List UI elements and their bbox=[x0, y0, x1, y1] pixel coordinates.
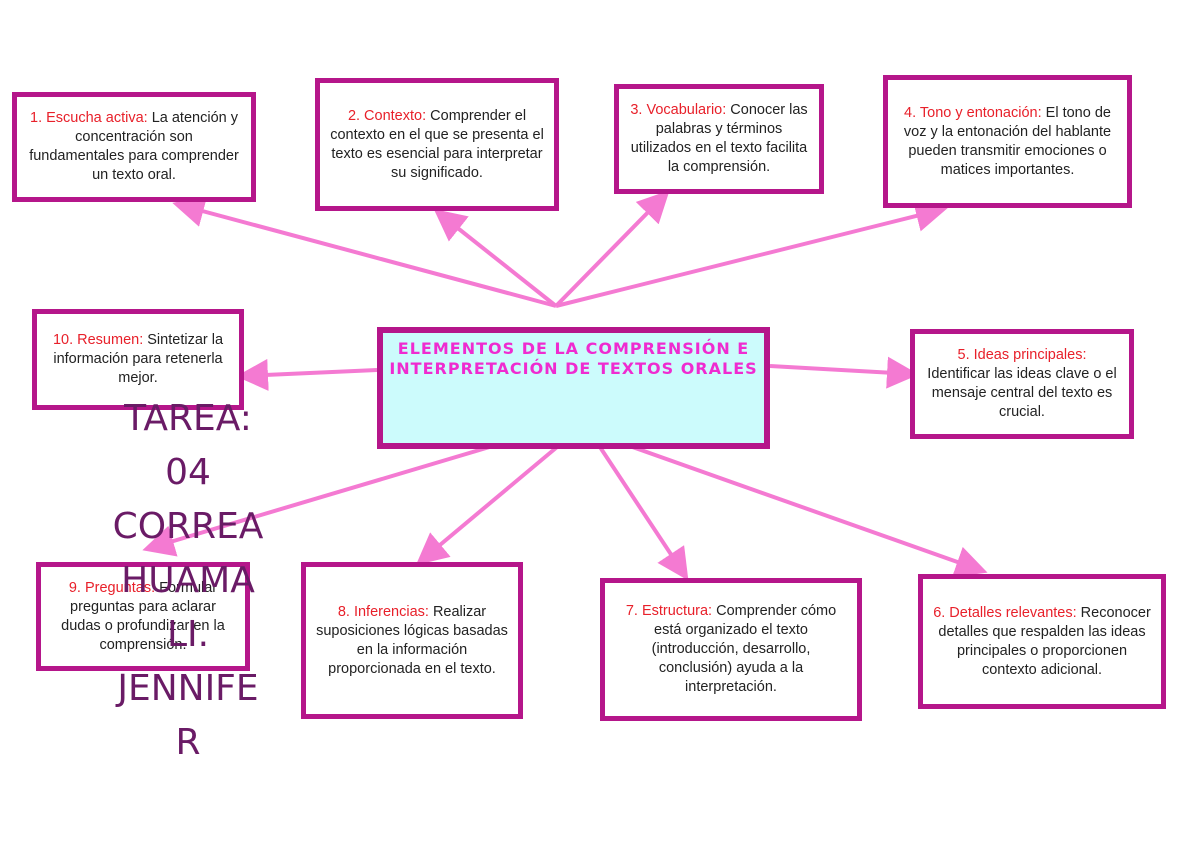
arrow-to-node-8 bbox=[415, 430, 577, 566]
node-2-contexto: 2. Contexto: Comprender el contexto en e… bbox=[315, 78, 559, 211]
node-2-label: 2. Contexto: bbox=[347, 107, 427, 124]
node-5-ideas-principales: 5. Ideas principales: Identificar las id… bbox=[910, 329, 1134, 439]
node-4-label: 4. Tono y entonación: bbox=[904, 104, 1042, 121]
node-8-inferencias: 8. Inferencias: Realizar suposiciones ló… bbox=[301, 562, 523, 719]
arrow-to-node-10 bbox=[236, 358, 378, 391]
node-6-label: 6. Detalles relevantes: bbox=[933, 604, 1077, 621]
node-9-preguntas: 9. Preguntas: Formular preguntas para ac… bbox=[36, 562, 250, 671]
node-3-text: Conocer las palabras y términos utilizad… bbox=[630, 102, 808, 175]
node-7-label: 7. Estructura: bbox=[625, 603, 713, 619]
node-3-vocabulario: 3. Vocabulario: Conocer las palabras y t… bbox=[614, 84, 824, 194]
node-6-text: Reconocer detalles que respalden las ide… bbox=[938, 604, 1151, 678]
node-10-label: 10. Resumen: bbox=[52, 332, 144, 348]
assignment-author-overlay: TAREA: 04 CORREA HUAMA LI. JENNIFE R bbox=[112, 398, 264, 763]
node-1-label: 1. Escucha activa: bbox=[30, 110, 148, 126]
node-9-label: 9. Preguntas: bbox=[68, 579, 156, 596]
node-9-text: Formular preguntas para aclarar dudas o … bbox=[61, 579, 225, 653]
node-6-detalles-relevantes: 6. Detalles relevantes: Reconocer detall… bbox=[918, 574, 1166, 709]
arrow-to-node-5 bbox=[769, 356, 919, 389]
arrow-to-node-7 bbox=[588, 430, 689, 581]
node-4-text: El tono de voz y la entonación del habla… bbox=[903, 104, 1112, 178]
node-3-label: 3. Vocabulario: bbox=[630, 102, 727, 118]
node-4-tono-entonacion: 4. Tono y entonación: El tono de voz y l… bbox=[883, 75, 1132, 208]
node-8-text: Realizar suposiciones lógicas basadas en… bbox=[316, 603, 508, 677]
node-7-estructura: 7. Estructura: Comprender cómo está orga… bbox=[600, 578, 862, 721]
node-5-label: 5. Ideas principales: bbox=[957, 347, 1087, 363]
central-topic-title: ELEMENTOS DE LA COMPRENSIÓN E INTERPRETA… bbox=[389, 339, 758, 378]
node-5-text: Identificar las ideas clave o el mensaje… bbox=[927, 366, 1117, 420]
node-1-text: La atención y concentración son fundamen… bbox=[29, 110, 239, 183]
arrow-to-node-4 bbox=[555, 200, 948, 308]
node-1-escucha-activa: 1. Escucha activa: La atención y concent… bbox=[12, 92, 256, 202]
arrow-to-node-1 bbox=[172, 195, 557, 308]
arrow-to-node-9 bbox=[142, 430, 541, 557]
node-10-text: Sintetizar la información para retenerla… bbox=[53, 332, 224, 386]
central-topic: ELEMENTOS DE LA COMPRENSIÓN E INTERPRETA… bbox=[377, 327, 770, 449]
node-8-label: 8. Inferencias: bbox=[337, 603, 429, 620]
arrow-to-node-2 bbox=[433, 209, 558, 308]
node-2-text: Comprender el contexto en el que se pres… bbox=[330, 107, 544, 181]
arrow-to-node-3 bbox=[554, 190, 670, 308]
arrow-to-node-6 bbox=[589, 430, 988, 578]
node-7-text: Comprender cómo está organizado el texto… bbox=[651, 603, 837, 695]
